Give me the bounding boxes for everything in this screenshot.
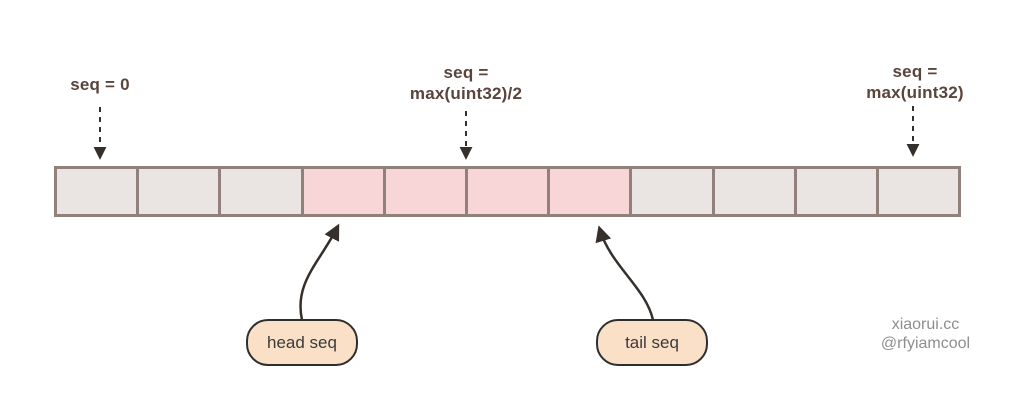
watermark-line1: xiaorui.cc [891,316,960,333]
buffer-cell-used [467,169,551,214]
seq-max-line2: max(uint32) [866,83,964,102]
seq-mid-line1: seq = [443,63,489,82]
head-seq-label: head seq [267,332,337,352]
head-seq-box: head seq [246,319,358,366]
buffer-cell-free [878,169,959,214]
buffer-cell-free [221,169,304,214]
buffer-cell-used [550,169,633,214]
seq-max-label: seq = max(uint32) [840,61,990,103]
buffer-cell-free [57,169,140,214]
buffer-cell-used [385,169,468,214]
buffer-cell-free [796,169,879,214]
seq-zero-text: seq = 0 [70,75,130,94]
tail-pointer-arrow [595,225,655,321]
tail-seq-box: tail seq [596,319,708,366]
buffer-cell-free [714,169,797,214]
seq-max-line1: seq = [892,62,938,81]
watermark-line2: @rfyiamcool [880,335,971,352]
ring-buffer [54,166,961,217]
seq-mid-line2: max(uint32)/2 [409,84,523,103]
buffer-cell-used [303,169,386,214]
head-pointer-arrow [299,223,340,321]
seq-mid-label: seq = max(uint32)/2 [391,62,541,104]
buffer-cell-free [139,169,222,214]
watermark: xiaorui.cc @rfyiamcool [853,315,998,353]
seq-zero-label: seq = 0 [40,74,160,95]
buffer-cell-free [632,169,715,214]
tail-seq-label: tail seq [625,332,679,352]
